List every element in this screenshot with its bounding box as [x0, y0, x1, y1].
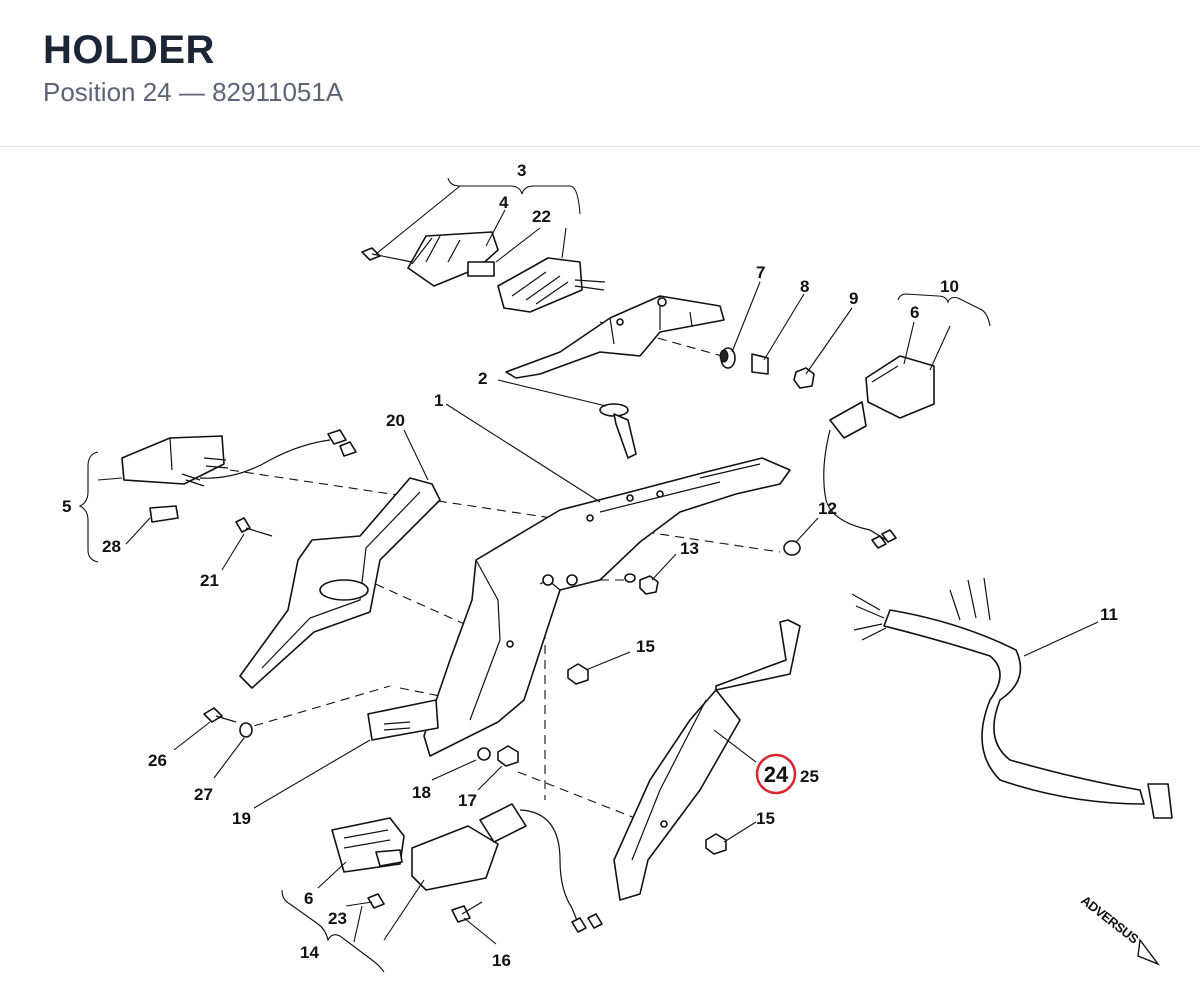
callout-22[interactable]: 22 — [532, 207, 551, 226]
lower-hardware — [203, 699, 519, 767]
callout-13[interactable]: 13 — [680, 539, 699, 558]
callout-12[interactable]: 12 — [818, 499, 837, 518]
plate-holder — [235, 477, 441, 689]
rear-fender-holder — [613, 619, 801, 901]
callout-24[interactable]: 24 — [764, 762, 789, 787]
assembly-line — [239, 685, 391, 731]
right-turn-signal — [823, 355, 935, 549]
rivet-part — [599, 403, 637, 459]
callout-6-right[interactable]: 6 — [910, 303, 919, 322]
upper-bracket — [505, 295, 725, 379]
license-light — [121, 429, 357, 523]
callout-15-lower[interactable]: 15 — [756, 809, 775, 828]
selected-callout-24[interactable]: 24 — [755, 753, 797, 795]
callout-9[interactable]: 9 — [849, 289, 858, 308]
callout-17[interactable]: 17 — [458, 791, 477, 810]
callout-11[interactable]: 11 — [1100, 605, 1118, 624]
selected-highlight-ring — [755, 753, 797, 795]
callout-3[interactable]: 3 — [517, 161, 526, 180]
callout-8[interactable]: 8 — [800, 277, 809, 296]
wiring-harness — [851, 577, 1173, 819]
callout-1[interactable]: 1 — [434, 391, 443, 410]
callout-16[interactable]: 16 — [492, 951, 511, 970]
callout-27[interactable]: 27 — [194, 785, 213, 804]
callout-18[interactable]: 18 — [412, 783, 431, 802]
callout-15-upper[interactable]: 15 — [636, 637, 655, 656]
bracket-10 — [897, 293, 991, 327]
bracket-14 — [281, 889, 385, 973]
callout-7[interactable]: 7 — [756, 263, 765, 282]
callout-28[interactable]: 28 — [102, 537, 121, 556]
arrow-icon — [1137, 938, 1161, 966]
callout-19[interactable]: 19 — [232, 809, 251, 828]
callout-25[interactable]: 25 — [800, 767, 819, 786]
watermark-text: ADVERSUS — [1078, 893, 1142, 947]
callout-21[interactable]: 21 — [200, 571, 219, 590]
callout-20[interactable]: 20 — [386, 411, 405, 430]
assembly-line — [229, 469, 781, 553]
page-subtitle: Position 24 — 82911051A — [43, 77, 344, 107]
callout-14[interactable]: 14 — [300, 943, 319, 962]
callout-6-left[interactable]: 6 — [304, 889, 313, 908]
assembly-line — [399, 687, 451, 699]
callout-10[interactable]: 10 — [940, 277, 959, 296]
page-title: HOLDER — [43, 28, 215, 72]
callout-23[interactable]: 23 — [328, 909, 347, 928]
tail-light-assembly — [361, 231, 606, 313]
bracket-5 — [78, 451, 99, 563]
callout-26[interactable]: 26 — [148, 751, 167, 770]
watermark: ADVERSUS — [1078, 893, 1161, 966]
left-turn-signal — [331, 803, 603, 933]
main-holder — [423, 457, 791, 757]
hardware-nuts — [567, 540, 801, 855]
callout-5[interactable]: 5 — [62, 497, 71, 516]
bracket-3 — [447, 177, 581, 215]
callout-4[interactable]: 4 — [499, 193, 509, 212]
callout-2[interactable]: 2 — [478, 369, 487, 388]
page-header: HOLDER Position 24 — 82911051A — [0, 0, 1200, 147]
assembly-line — [517, 771, 641, 821]
spacer-parts — [719, 347, 815, 389]
